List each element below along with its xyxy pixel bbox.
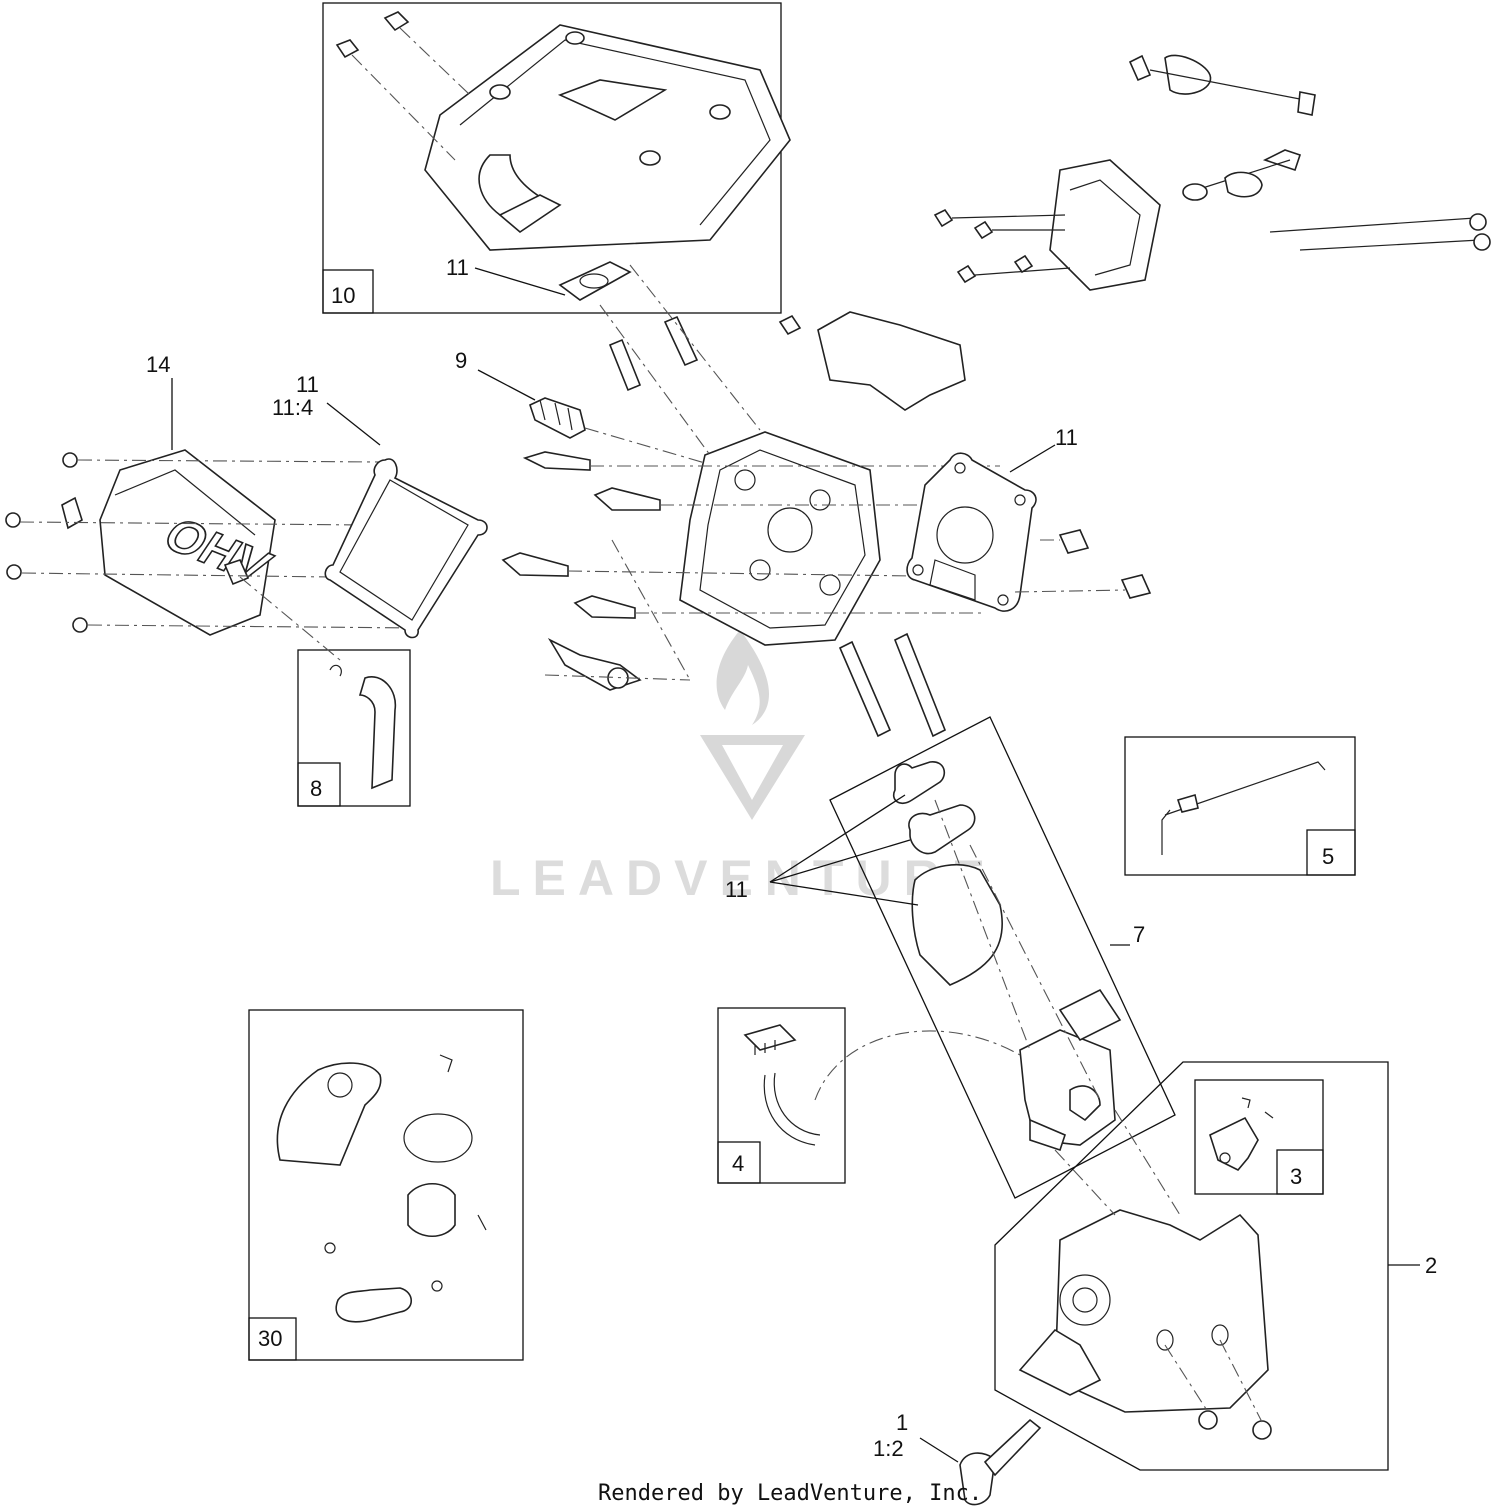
box-number-10: 10 [331, 283, 355, 308]
box-number-5: 5 [1322, 844, 1334, 869]
air-cleaner-frame: 2 [994, 1061, 1437, 1471]
valve-cover-gasket: 11 11:4 [272, 372, 488, 639]
callout-14: 14 [146, 352, 170, 377]
box-number-3: 3 [1290, 1164, 1302, 1189]
box-number-30: 30 [258, 1326, 282, 1351]
box-number-4: 4 [732, 1151, 744, 1176]
ignition-key: 1 1:2 [873, 1410, 1042, 1506]
valve-cover: OHV 14 [5, 352, 481, 636]
fuel-line-box: 4 [717, 1007, 1021, 1184]
carb-kit-box: 30 [248, 1009, 524, 1361]
muffler-assembly-box: 11 10 [322, 2, 791, 314]
head-gasket: 11 [906, 425, 1152, 612]
valve-train-parts [778, 54, 1491, 411]
callout-1: 1 [896, 1410, 908, 1435]
breather-tube-box: 8 [239, 576, 411, 807]
spark-plug: 9 [455, 348, 706, 464]
callout-9: 9 [455, 348, 467, 373]
callout-11-carb-gaskets: 11 [725, 877, 748, 902]
watermark: LEADVENTURE [490, 630, 997, 906]
footer-credit: Rendered by LeadVenture, Inc. [598, 1481, 982, 1506]
callout-2: 2 [1425, 1253, 1437, 1278]
callout-11-4: 11:4 [272, 395, 313, 420]
callout-11-muffler-gasket: 11 [446, 255, 469, 280]
watermark-text: LEADVENTURE [490, 850, 997, 906]
cylinder-head [501, 264, 1000, 738]
callout-11-valve-cover-gasket: 11 [296, 372, 319, 397]
callout-11-head-gasket: 11 [1055, 425, 1078, 450]
primer-box: 3 [1194, 1079, 1324, 1195]
box-number-8: 8 [310, 776, 322, 801]
linkage-rod-box: 5 [1124, 736, 1356, 876]
callout-7: 7 [1133, 922, 1145, 947]
carburetor-assembly-frame: 11 7 [725, 716, 1176, 1199]
callout-1-2: 1:2 [873, 1436, 904, 1461]
